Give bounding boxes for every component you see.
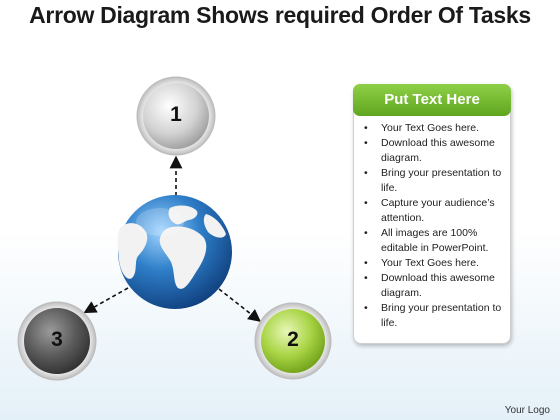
bullet-list: Your Text Goes here. Download this aweso… [362,121,512,331]
node-1-circle [136,76,216,156]
node-2-label: 2 [287,328,299,351]
node-2-circle [254,302,332,380]
logo-text: Your Logo [504,405,550,416]
bullet-item: Bring your presentation to life. [362,166,512,196]
bullet-item: Your Text Goes here. [362,121,512,136]
bullet-item: Download this awesome diagram. [362,136,512,166]
text-panel-header: Put Text Here [353,84,511,116]
arrow-to-node-3 [83,287,129,314]
bullet-item: Capture your audience’s attention. [362,196,512,226]
page-title: Arrow Diagram Shows required Order Of Ta… [29,2,531,28]
node-1-label: 1 [170,103,182,126]
node-3-label: 3 [51,328,63,351]
globe-icon [117,195,232,309]
bullet-item: All images are 100% editable in PowerPoi… [362,226,512,256]
bullet-item: Your Text Goes here. [362,256,512,271]
arrow-to-node-2 [218,288,262,322]
node-3-circle [17,301,97,381]
bullet-item: Download this awesome diagram. [362,271,512,301]
bullet-item: Bring your presentation to life. [362,301,512,331]
